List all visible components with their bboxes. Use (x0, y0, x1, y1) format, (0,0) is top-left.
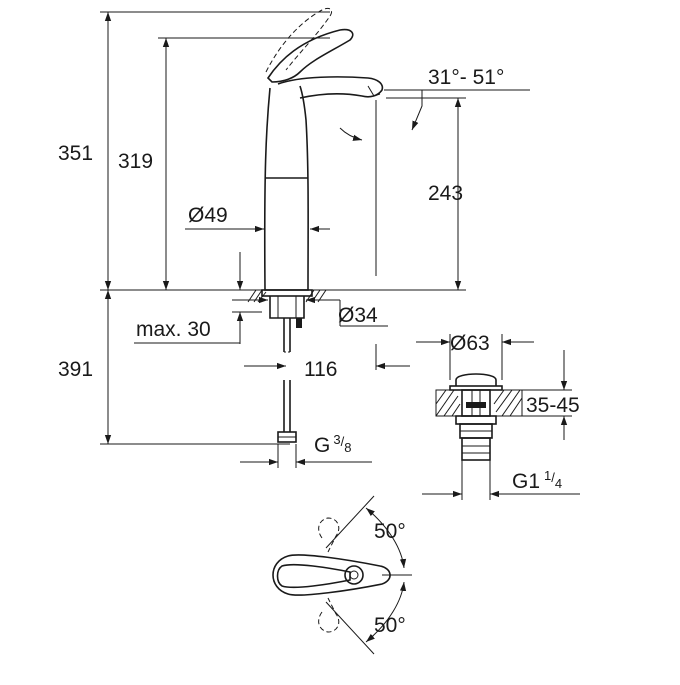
dimension-waste-thread (422, 460, 580, 500)
waste-valve (449, 373, 503, 461)
label-rotation-front: 50° (374, 614, 406, 637)
dimension-spout-height (375, 97, 466, 290)
waste-counter-outline (435, 389, 523, 417)
waste-hatch-left (435, 389, 461, 417)
label-base-diameter: Ø34 (338, 304, 378, 327)
label-waste-range: 35-45 (526, 394, 580, 417)
label-rotation-back: 50° (374, 520, 406, 543)
label-below-height: 391 (58, 358, 93, 381)
label-projection: 116 (304, 358, 337, 381)
faucet-top-view (272, 495, 412, 655)
label-spout-height: 243 (428, 182, 463, 205)
dimension-handle-height (158, 37, 330, 290)
dimension-supply-thread (240, 444, 372, 468)
waste-hatch-right (493, 389, 523, 417)
label-waste-diameter: Ø63 (450, 332, 490, 355)
dimension-waste-diameter (416, 334, 534, 380)
dimension-base-diameter (232, 296, 388, 327)
dimension-waste-range (502, 350, 572, 440)
label-overall-height: 351 (58, 142, 93, 165)
label-body-diameter: Ø49 (188, 204, 228, 227)
label-spout-angle: 31°- 51° (428, 66, 504, 89)
dimension-max-thickness (134, 252, 262, 344)
dimension-overall-height (100, 11, 330, 290)
label-max-thickness: max. 30 (136, 318, 211, 341)
label-handle-height: 319 (118, 150, 153, 173)
dimension-spout-angle (339, 89, 530, 141)
dimension-projection (244, 344, 410, 370)
